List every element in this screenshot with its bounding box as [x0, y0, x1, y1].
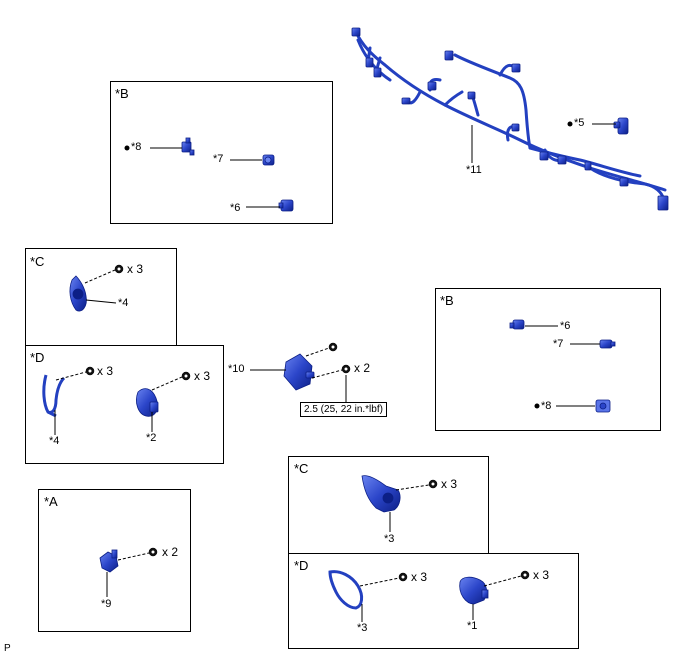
label-part-7-right: *7 [553, 338, 564, 350]
qty-ecu: x 2 [354, 361, 371, 375]
label-part-3-c: *3 [384, 533, 395, 545]
qty-a-left: x 2 [162, 545, 179, 559]
part-7-top [262, 154, 275, 166]
qty-c-right: x 3 [441, 477, 458, 491]
leader-lines [54, 123, 616, 622]
label-part-6-right: *6 [560, 320, 571, 332]
box-b-top [110, 81, 333, 224]
part-8-top [181, 137, 195, 156]
part-9 [99, 549, 119, 573]
qty-d-left-a: x 3 [97, 364, 114, 378]
part-3-d [328, 570, 364, 610]
label-part-8-top: *8 [131, 141, 142, 153]
qty-d-right-b: x 3 [533, 568, 550, 582]
qty-c-left: x 3 [127, 262, 144, 276]
box-b-top-tag: *B [115, 86, 129, 101]
label-part-4-c: *4 [118, 297, 129, 309]
label-part-9: *9 [101, 598, 112, 610]
part-10-ecu [283, 353, 315, 391]
label-part-7-top: *7 [213, 153, 224, 165]
illustration-code: P [4, 643, 11, 654]
label-part-10: *10 [228, 363, 245, 375]
box-c-left [25, 248, 177, 346]
part-4-c [69, 275, 87, 312]
part-6-top [278, 199, 294, 212]
label-part-8-right: *8 [541, 400, 552, 412]
torque-spec: 2.5 (25, 22 in.*lbf) [300, 402, 387, 417]
label-part-11: *11 [466, 164, 482, 176]
part-8-right [595, 399, 611, 413]
box-a-left-tag: *A [44, 494, 58, 509]
part-5 [613, 117, 629, 135]
qty-d-left-b: x 3 [194, 369, 211, 383]
part-7-right [599, 339, 616, 349]
label-part-6-top: *6 [230, 202, 241, 214]
part-4-d [42, 374, 66, 418]
box-d-left-tag: *D [30, 350, 45, 365]
part-6-right [509, 319, 525, 330]
box-b-right-tag: *B [440, 293, 454, 308]
box-b-right [435, 288, 661, 431]
part-3-c [361, 475, 401, 513]
part-1 [459, 576, 489, 605]
box-d-left [25, 345, 224, 464]
box-d-right [288, 553, 579, 649]
bolt-dash-lines [55, 269, 522, 587]
label-part-4-d: *4 [49, 435, 60, 447]
box-d-right-tag: *D [294, 558, 309, 573]
part-2 [136, 388, 159, 417]
label-part-3-d: *3 [357, 622, 368, 634]
qty-d-right-a: x 3 [411, 570, 428, 584]
label-part-1: *1 [467, 620, 478, 632]
marker-dots [124, 121, 573, 409]
box-c-left-tag: *C [30, 254, 45, 269]
box-c-right-tag: *C [294, 461, 309, 476]
label-part-2: *2 [146, 432, 157, 444]
wire-harness [354, 30, 667, 202]
label-part-5: *5 [574, 117, 585, 129]
